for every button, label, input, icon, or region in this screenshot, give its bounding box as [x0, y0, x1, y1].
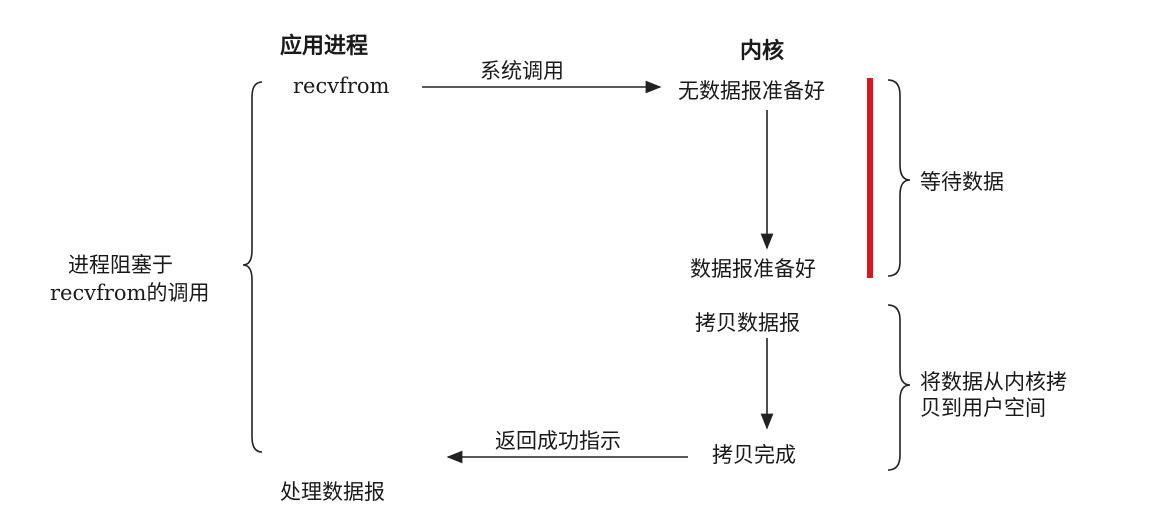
copy-phase-label-1: 将数据从内核拷 [920, 370, 1067, 394]
wait-brace [887, 79, 911, 277]
blocked-label-1: 进程阻塞于 [68, 253, 173, 277]
blocked-label-2: recvfrom的调用 [50, 281, 209, 305]
app-process-header: 应用进程 [280, 33, 368, 59]
return-label: 返回成功指示 [495, 429, 621, 453]
copy-done-label: 拷贝完成 [712, 443, 796, 467]
copy-phase-label-2: 贝到用户空间 [920, 396, 1046, 420]
wait-phase-label: 等待数据 [920, 170, 1004, 194]
syscall-label: 系统调用 [480, 59, 564, 83]
recvfrom-label: recvfrom [293, 74, 390, 98]
ready-label: 数据报准备好 [690, 257, 816, 281]
wait-highlight-bar [867, 78, 873, 278]
not-ready-label: 无数据报准备好 [678, 79, 825, 103]
process-datagram-label: 处理数据报 [280, 480, 385, 504]
blocked-brace [242, 81, 263, 453]
kernel-header: 内核 [740, 38, 784, 64]
copy-brace [887, 304, 911, 471]
copy-label: 拷贝数据报 [695, 311, 800, 335]
